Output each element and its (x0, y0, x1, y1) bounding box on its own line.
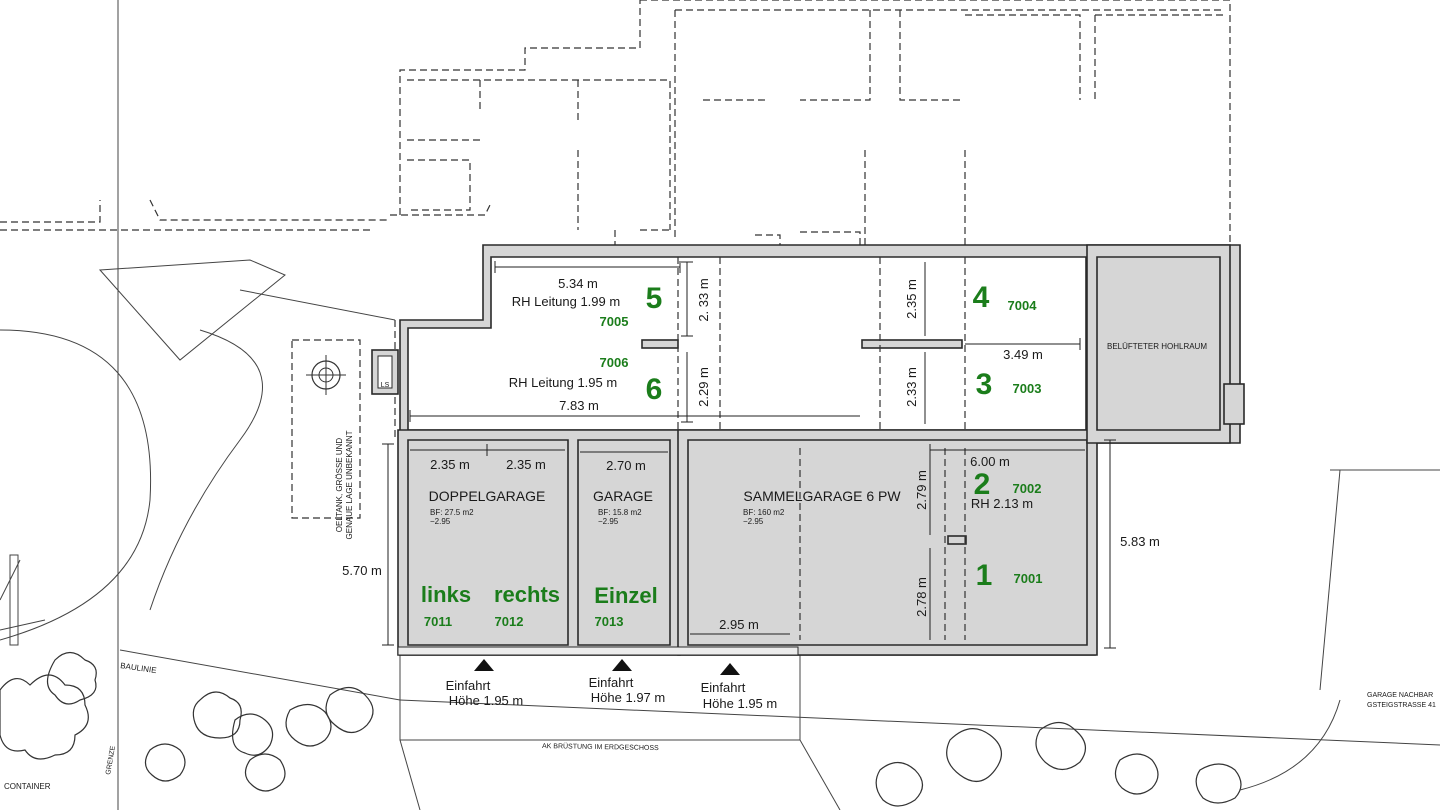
upper-floor-outline (0, 0, 1231, 640)
room-doppelgarage-bf: BF: 27.5 m2 (430, 508, 474, 517)
space-3-code: 7003 (1013, 381, 1042, 396)
dim-5-83: 5.83 m (1120, 534, 1160, 549)
dimension-lines (382, 261, 1116, 649)
grenze-label: GRENZE (105, 745, 117, 775)
baulinie-label: BAULINIE (120, 661, 157, 675)
dim-2-35-vert: 2.35 m (904, 279, 919, 319)
headroom-6: RH Leitung 1.95 m (509, 375, 617, 390)
dim-2-78: 2.78 m (914, 577, 929, 617)
entrance-1-height: Höhe 1.95 m (449, 693, 523, 708)
headroom-2: RH 2.13 m (971, 496, 1033, 511)
room-garage-title: GARAGE (593, 488, 653, 504)
entrance-2-label: Einfahrt (589, 675, 634, 690)
dim-5-70: 5.70 m (342, 563, 382, 578)
space-6-code: 7006 (600, 355, 629, 370)
space-6-number: 6 (646, 373, 663, 406)
bruestung-label: AK BRÜSTUNG IM ERDGESCHOSS (542, 742, 659, 752)
entrance-1-label: Einfahrt (446, 678, 491, 693)
dim-2-33-a: 2. 33 m (696, 278, 711, 321)
dim-2-95: 2.95 m (719, 617, 759, 632)
space-1-code: 7001 (1014, 571, 1043, 586)
space-5-code: 7005 (600, 314, 629, 329)
room-sammelgarage-level: −2.95 (743, 517, 764, 526)
room-sammelgarage-title: SAMMELGARAGE 6 PW (743, 488, 901, 504)
room-garage-level: −2.95 (598, 517, 619, 526)
room-garage-bf: BF: 15.8 m2 (598, 508, 642, 517)
space-1-number: 1 (976, 559, 993, 592)
garage-einzel-label: Einzel (594, 583, 658, 608)
garage-rechts-code: 7012 (495, 614, 524, 629)
dim-6-00: 6.00 m (970, 454, 1010, 469)
garage-nachbar-1: GARAGE NACHBAR (1367, 692, 1433, 699)
space-5-number: 5 (646, 282, 663, 315)
space-3-number: 3 (976, 368, 993, 401)
entrance-2-height: Höhe 1.97 m (591, 690, 665, 705)
dim-2-70: 2.70 m (606, 458, 646, 473)
dim-3-49: 3.49 m (1003, 347, 1043, 362)
oil-tank-note-2: GENAUE LAGE UNBEKANNT (345, 430, 354, 539)
dim-2-29: 2.29 m (696, 367, 711, 407)
room-hohlraum-title: BELÜFTETER HOHLRAUM (1107, 342, 1207, 351)
entrance-3-label: Einfahrt (701, 680, 746, 695)
oil-tank-note-1: OELTANK, GRÖSSE UND (335, 438, 344, 533)
space-4-number: 4 (973, 281, 990, 314)
entrance-3-height: Höhe 1.95 m (703, 696, 777, 711)
dim-2-35-right: 2.35 m (506, 457, 546, 472)
garage-rechts-label: rechts (494, 582, 560, 607)
basement-walls (371, 244, 1245, 656)
garage-links-code: 7011 (424, 614, 452, 629)
garage-einzel-code: 7013 (595, 614, 624, 629)
dim-2-79: 2.79 m (914, 470, 929, 510)
garage-links-label: links (421, 582, 471, 607)
dim-2-33-b: 2.33 m (904, 367, 919, 407)
room-sammelgarage-bf: BF: 160 m2 (743, 508, 785, 517)
space-2-number: 2 (974, 468, 991, 501)
space-4-code: 7004 (1008, 298, 1038, 313)
entrance-markers (474, 659, 740, 675)
garage-nachbar-2: GSTEIGSTRASSE 41 (1367, 702, 1436, 709)
dim-5-34: 5.34 m (558, 276, 598, 291)
room-doppelgarage-level: −2.95 (430, 517, 451, 526)
container-label: CONTAINER (4, 782, 51, 791)
space-2-code: 7002 (1013, 481, 1042, 496)
headroom-5: RH Leitung 1.99 m (512, 294, 620, 309)
ls-label: LS (381, 382, 390, 389)
dim-2-35-left: 2.35 m (430, 457, 470, 472)
oil-tank-area (291, 339, 361, 519)
vegetation (0, 651, 1341, 807)
dim-7-83: 7.83 m (559, 398, 599, 413)
room-doppelgarage-title: DOPPELGARAGE (429, 488, 546, 504)
